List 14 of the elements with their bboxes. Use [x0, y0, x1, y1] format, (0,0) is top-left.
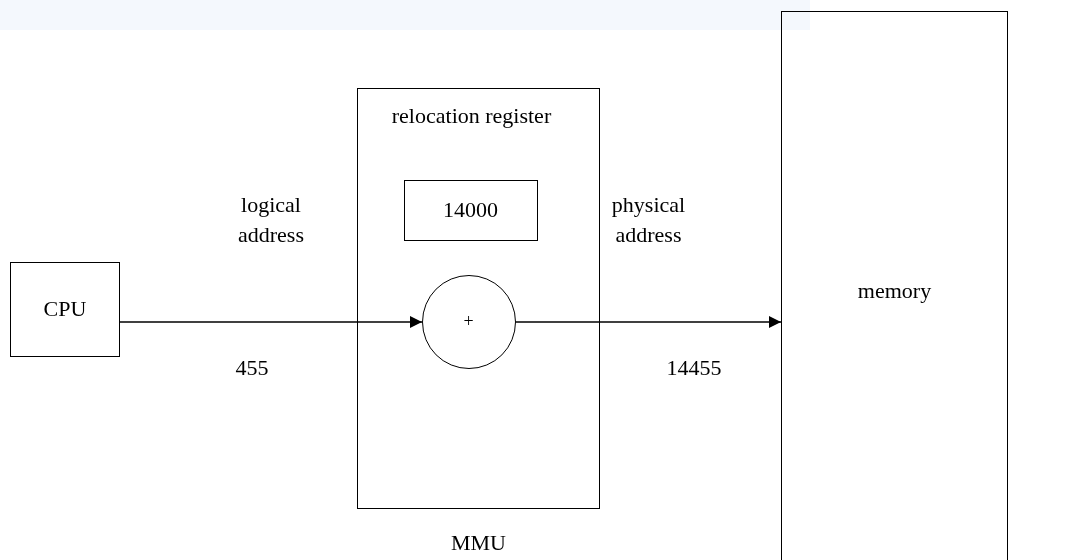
value-label: 455 — [234, 354, 270, 382]
edge-label: physical address — [610, 191, 687, 249]
plus-sign: + — [462, 310, 475, 333]
box-label: CPU — [42, 295, 88, 323]
box-value: 14000 — [442, 195, 499, 224]
memory-box — [781, 11, 1008, 560]
box-label: memory — [856, 276, 933, 305]
box-heading: MMU — [450, 529, 507, 557]
arrow — [119, 316, 423, 328]
cpu-box — [10, 262, 120, 357]
arrow — [515, 316, 782, 328]
value-label: 14455 — [665, 354, 723, 382]
box-heading: relocation register — [390, 101, 553, 130]
edge-label: logical address — [237, 191, 305, 249]
